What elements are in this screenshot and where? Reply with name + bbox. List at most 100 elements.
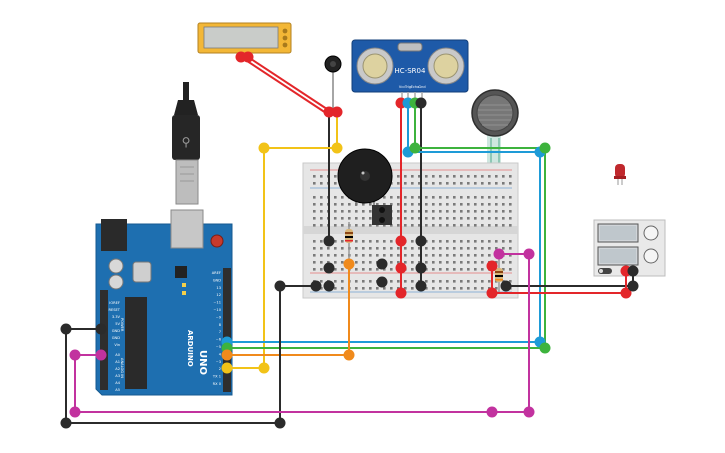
breadboard-hole[interactable] xyxy=(369,210,372,213)
breadboard-hole[interactable] xyxy=(446,182,449,185)
breadboard-hole[interactable] xyxy=(362,247,365,250)
breadboard-hole[interactable] xyxy=(397,182,400,185)
breadboard-hole[interactable] xyxy=(425,175,428,178)
breadboard-hole[interactable] xyxy=(313,261,316,264)
breadboard-hole[interactable] xyxy=(460,182,463,185)
breadboard-hole[interactable] xyxy=(453,247,456,250)
breadboard-hole[interactable] xyxy=(348,203,351,206)
breadboard-hole[interactable] xyxy=(474,268,477,271)
breadboard-hole[interactable] xyxy=(474,210,477,213)
breadboard-hole[interactable] xyxy=(481,240,484,243)
breadboard-hole[interactable] xyxy=(467,240,470,243)
breadboard-hole[interactable] xyxy=(488,240,491,243)
breadboard-hole[interactable] xyxy=(313,175,316,178)
breadboard-hole[interactable] xyxy=(320,196,323,199)
breadboard-hole[interactable] xyxy=(355,287,358,290)
breadboard-hole[interactable] xyxy=(481,182,484,185)
breadboard-hole[interactable] xyxy=(488,280,491,283)
breadboard-hole[interactable] xyxy=(460,280,463,283)
breadboard-hole[interactable] xyxy=(481,175,484,178)
breadboard-hole[interactable] xyxy=(369,224,372,227)
breadboard-hole[interactable] xyxy=(509,203,512,206)
breadboard-hole[interactable] xyxy=(481,268,484,271)
breadboard-hole[interactable] xyxy=(341,247,344,250)
breadboard[interactable] xyxy=(302,162,519,299)
breadboard-hole[interactable] xyxy=(509,175,512,178)
breadboard-hole[interactable] xyxy=(502,224,505,227)
wire-endpoint[interactable] xyxy=(523,406,535,418)
wire-endpoint[interactable] xyxy=(274,417,286,429)
breadboard-hole[interactable] xyxy=(362,224,365,227)
breadboard-hole[interactable] xyxy=(474,182,477,185)
breadboard-hole[interactable] xyxy=(411,268,414,271)
breadboard-hole[interactable] xyxy=(327,247,330,250)
wire-endpoint[interactable] xyxy=(539,142,551,154)
breadboard-hole[interactable] xyxy=(467,182,470,185)
wire-endpoint[interactable] xyxy=(415,97,427,109)
breadboard-hole[interactable] xyxy=(467,224,470,227)
breadboard-hole[interactable] xyxy=(502,196,505,199)
wire-endpoint[interactable] xyxy=(539,342,551,354)
breadboard-hole[interactable] xyxy=(439,217,442,220)
breadboard-hole[interactable] xyxy=(404,217,407,220)
breadboard-hole[interactable] xyxy=(404,247,407,250)
breadboard-hole[interactable] xyxy=(432,280,435,283)
breadboard-hole[interactable] xyxy=(509,240,512,243)
wire-endpoint[interactable] xyxy=(415,280,427,292)
breadboard-hole[interactable] xyxy=(460,217,463,220)
breadboard-hole[interactable] xyxy=(327,261,330,264)
breadboard-hole[interactable] xyxy=(383,203,386,206)
breadboard-hole[interactable] xyxy=(488,217,491,220)
breadboard-hole[interactable] xyxy=(432,196,435,199)
breadboard-hole[interactable] xyxy=(362,280,365,283)
breadboard-hole[interactable] xyxy=(362,261,365,264)
breadboard-hole[interactable] xyxy=(341,196,344,199)
breadboard-hole[interactable] xyxy=(390,247,393,250)
breadboard-hole[interactable] xyxy=(432,217,435,220)
breadboard-hole[interactable] xyxy=(369,240,372,243)
breadboard-hole[interactable] xyxy=(425,261,428,264)
breadboard-hole[interactable] xyxy=(439,280,442,283)
breadboard-hole[interactable] xyxy=(341,217,344,220)
breadboard-hole[interactable] xyxy=(474,175,477,178)
breadboard-hole[interactable] xyxy=(474,196,477,199)
breadboard-hole[interactable] xyxy=(439,268,442,271)
breadboard-hole[interactable] xyxy=(418,203,421,206)
breadboard-hole[interactable] xyxy=(439,287,442,290)
breadboard-hole[interactable] xyxy=(418,210,421,213)
breadboard-hole[interactable] xyxy=(446,175,449,178)
breadboard-hole[interactable] xyxy=(467,268,470,271)
breadboard-hole[interactable] xyxy=(390,203,393,206)
red-wire[interactable] xyxy=(247,56,334,114)
breadboard-hole[interactable] xyxy=(509,224,512,227)
breadboard-hole[interactable] xyxy=(320,217,323,220)
breadboard-hole[interactable] xyxy=(425,287,428,290)
breadboard-hole[interactable] xyxy=(495,247,498,250)
breadboard-hole[interactable] xyxy=(334,287,337,290)
breadboard-hole[interactable] xyxy=(411,182,414,185)
breadboard-hole[interactable] xyxy=(453,224,456,227)
breadboard-hole[interactable] xyxy=(320,240,323,243)
wire-endpoint[interactable] xyxy=(274,280,286,292)
breadboard-hole[interactable] xyxy=(355,217,358,220)
wire-endpoint[interactable] xyxy=(415,262,427,274)
ultrasonic-sensor[interactable]: HC-SR04 Vcc Trig Echo Gnd xyxy=(351,39,469,102)
breadboard-hole[interactable] xyxy=(313,217,316,220)
breadboard-hole[interactable] xyxy=(418,196,421,199)
breadboard-hole[interactable] xyxy=(376,224,379,227)
breadboard-hole[interactable] xyxy=(397,224,400,227)
breadboard-hole[interactable] xyxy=(390,254,393,257)
breadboard-hole[interactable] xyxy=(404,254,407,257)
breadboard-hole[interactable] xyxy=(453,268,456,271)
breadboard-hole[interactable] xyxy=(432,175,435,178)
breadboard-hole[interactable] xyxy=(411,210,414,213)
breadboard-hole[interactable] xyxy=(313,196,316,199)
breadboard-hole[interactable] xyxy=(481,203,484,206)
wire-endpoint[interactable] xyxy=(376,276,388,288)
power-supply[interactable] xyxy=(593,219,666,277)
breadboard-hole[interactable] xyxy=(446,268,449,271)
breadboard-hole[interactable] xyxy=(460,210,463,213)
breadboard-hole[interactable] xyxy=(334,217,337,220)
breadboard-hole[interactable] xyxy=(313,224,316,227)
breadboard-hole[interactable] xyxy=(495,287,498,290)
